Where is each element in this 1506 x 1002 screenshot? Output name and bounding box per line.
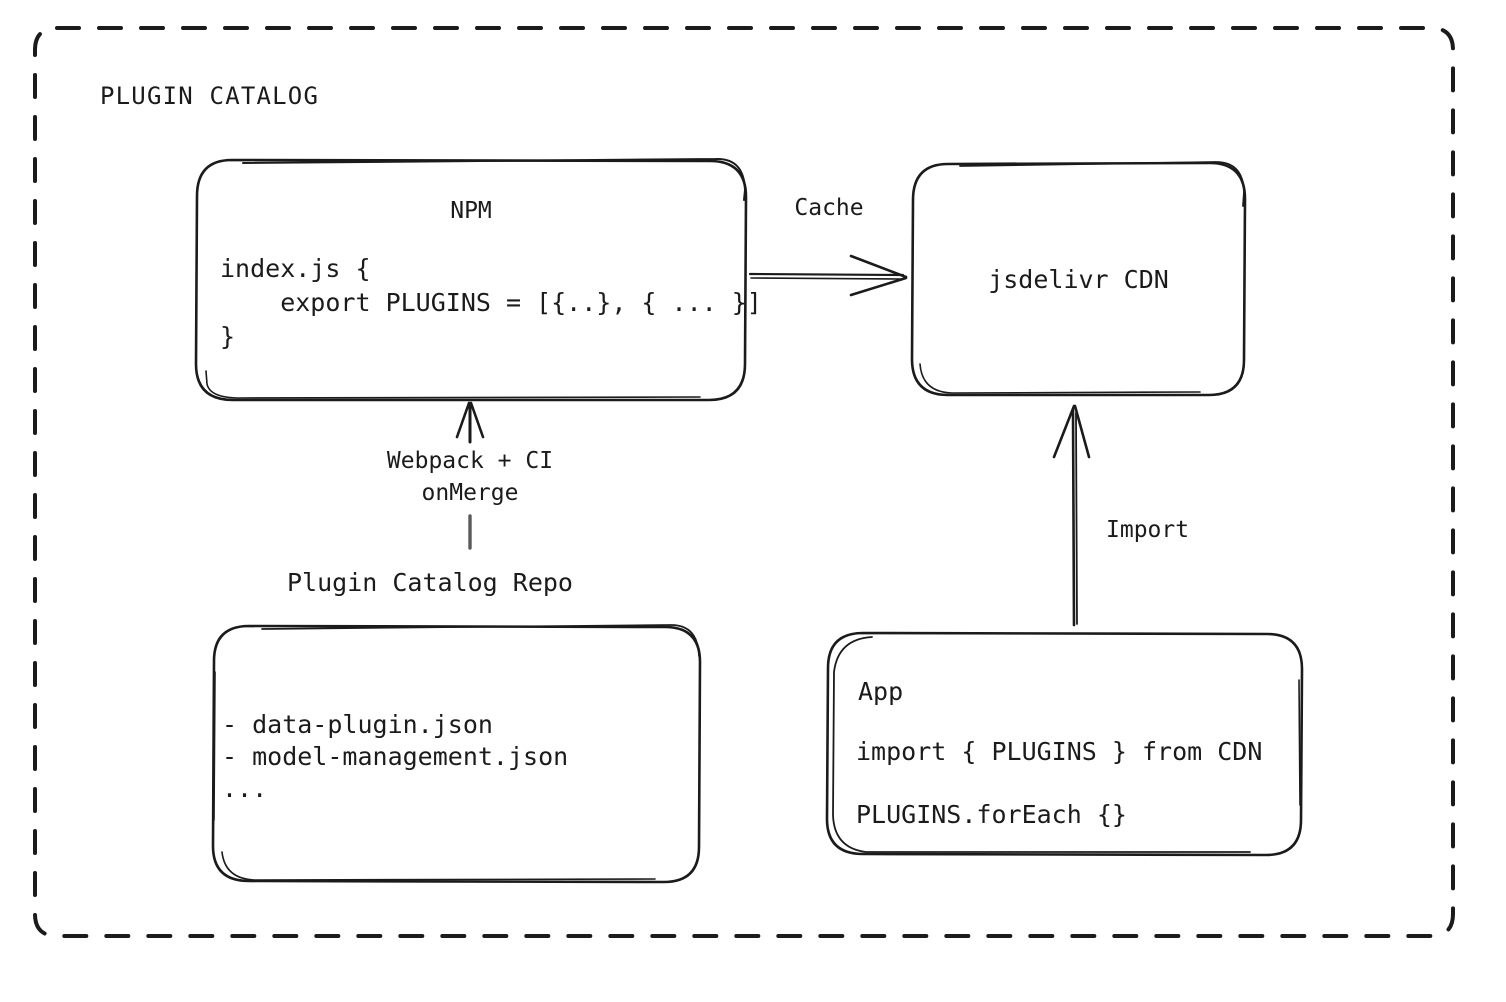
edge-repo-to-npm	[455, 401, 485, 550]
node-code-line-npm-0: index.js {	[220, 254, 371, 283]
node-code-line-npm-2: }	[220, 322, 236, 351]
node-title-npm: NPM	[450, 198, 492, 224]
node-title-app: App	[858, 677, 904, 706]
edge-label-onmerge: onMerge	[421, 480, 519, 506]
caption-plugin-catalog-repo: Plugin Catalog Repo	[287, 568, 573, 597]
node-code-line-npm-1: export PLUGINS = [{..}, { ... }]	[220, 288, 762, 317]
node-code-line-repo-0: - data-plugin.json	[222, 710, 493, 739]
node-code-line-repo-1: - model-management.json	[222, 742, 569, 771]
edge-label-import: Import	[1106, 517, 1190, 543]
edge-app-to-cdn	[1052, 404, 1091, 627]
group-title-plugin-catalog: PLUGIN CATALOG	[100, 82, 320, 110]
node-title-cdn: jsdelivr CDN	[988, 265, 1169, 294]
edge-label-cache: Cache	[794, 195, 864, 221]
node-code-line-app-1: PLUGINS.forEach {}	[856, 800, 1127, 829]
node-code-line-repo-2: ...	[222, 774, 268, 803]
edge-npm-to-cdn	[748, 254, 908, 297]
edge-label-webpack-ci: Webpack + CI	[386, 448, 554, 474]
node-code-line-app-0: import { PLUGINS } from CDN	[856, 737, 1263, 766]
